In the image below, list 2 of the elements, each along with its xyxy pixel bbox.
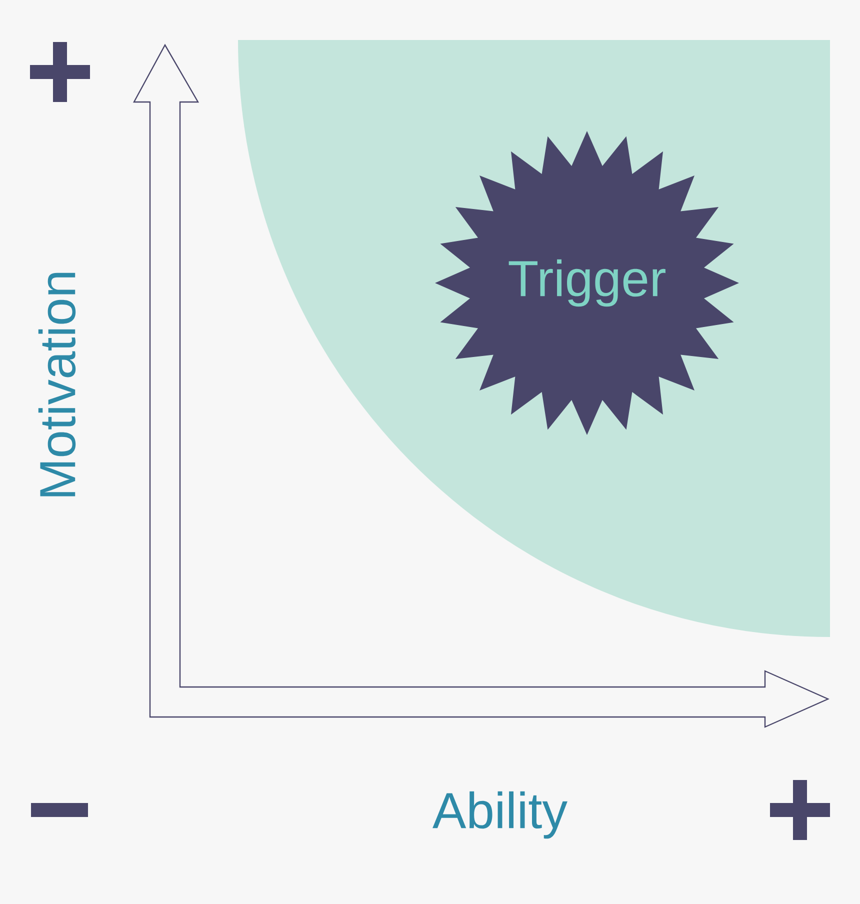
- axis-label: Ability: [432, 791, 568, 839]
- axis-label: Motivation: [38, 272, 76, 496]
